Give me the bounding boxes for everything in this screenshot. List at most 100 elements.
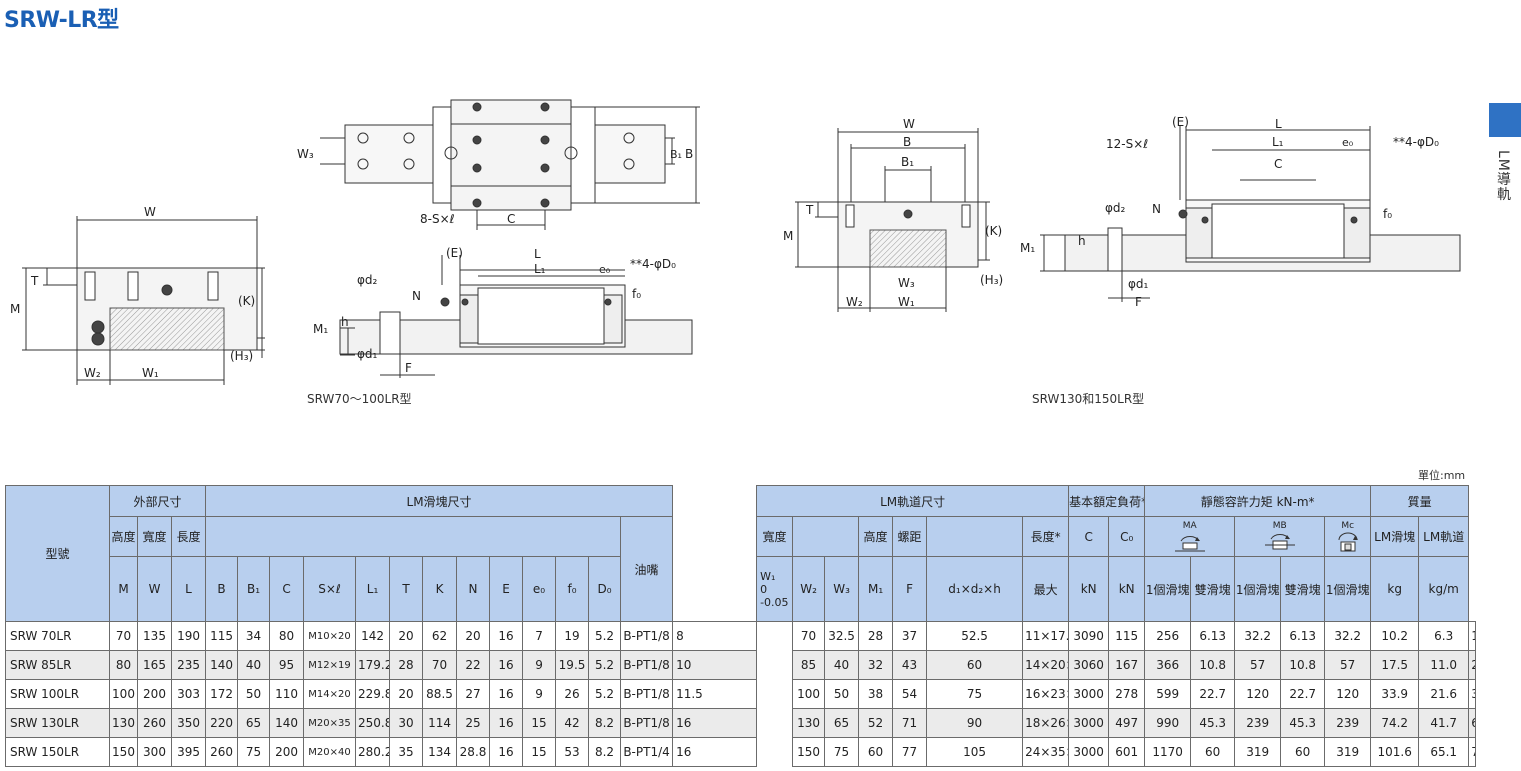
table-cell: B-PT1/8 [620, 621, 674, 651]
side-tab-label: LM導軌 [1495, 150, 1511, 202]
table-cell: 8.2 [588, 737, 622, 767]
table-cell: 135 [137, 621, 172, 651]
th-s-1blk: 1個滑塊 [1144, 556, 1192, 622]
table-cell: 20 [389, 621, 424, 651]
table-gap-cell [756, 708, 794, 738]
label-front-K: (K) [238, 294, 255, 308]
table-cell: 43 [892, 650, 928, 680]
table-cell: 19.5 [555, 650, 590, 680]
th-length: 長度 [170, 516, 207, 557]
label-r-K: (K) [985, 224, 1002, 238]
th-lmrail: LM軌道 [1418, 516, 1470, 557]
table-cell: 130 [792, 708, 826, 738]
table-cell: 90 [926, 708, 1024, 738]
label-side-e0: e₀ [599, 263, 611, 276]
th-s-kg: kg [1370, 556, 1420, 622]
th-moment: 靜態容許力矩 kN-m* [1144, 485, 1372, 517]
table-cell: 11×17.5×14 [1022, 621, 1070, 651]
table-cell: 21.6 [1418, 679, 1470, 709]
table-cell: 32.2 [1234, 621, 1282, 651]
label-rs-L: L [1275, 117, 1282, 131]
table-cell: 239 [1324, 708, 1372, 738]
table-cell: 52.5 [926, 621, 1024, 651]
spec-table: 型號 外部尺寸 LM滑塊尺寸 LM軌道尺寸 基本額定負荷* 靜態容許力矩 kN-… [5, 485, 1476, 767]
th-s-W1: W₁ 0 -0.05 [756, 556, 794, 622]
table-cell: 32.2 [1324, 621, 1372, 651]
table-cell: 15 [522, 737, 557, 767]
table-cell: 256 [1144, 621, 1192, 651]
th-s-1blk3: 1個滑塊 [1324, 556, 1372, 622]
th-Cload: C [1068, 516, 1110, 557]
table-cell: 10.8 [1280, 650, 1326, 680]
table-cell: 20 [389, 679, 424, 709]
label-front-W1: W₁ [142, 366, 159, 380]
table-cell: 220 [205, 708, 239, 738]
table-cell: 52 [858, 708, 894, 738]
table-cell: 65.1 [1418, 737, 1470, 767]
th-rwidth: 寬度 [756, 516, 794, 557]
label-r-W1: W₁ [898, 295, 915, 309]
label-front-H3: (H₃) [230, 349, 253, 363]
table-cell: 105 [926, 737, 1024, 767]
table-cell: 40 [824, 650, 860, 680]
table-cell: 179.2 [355, 650, 391, 680]
table-cell: 70 [422, 650, 458, 680]
label-rs-M1: M₁ [1020, 241, 1035, 255]
th-rheight: 高度 [858, 516, 894, 557]
table-cell: 57 [1234, 650, 1282, 680]
table-gap-cell [756, 737, 794, 767]
table-cell: B-PT1/4 [620, 737, 674, 767]
label-front-W2: W₂ [84, 366, 101, 380]
label-r-M: M [783, 229, 793, 243]
label-front-T: T [30, 274, 39, 288]
caption-left: SRW70～100LR型 [307, 392, 412, 406]
table-cell: 110 [269, 679, 305, 709]
table-cell: 3060 [1068, 650, 1110, 680]
table-cell: M12×19 [303, 650, 357, 680]
th-block: LM滑塊尺寸 [205, 485, 674, 517]
table-cell-model: SRW 130LR [5, 708, 110, 738]
th-MB: MB [1234, 516, 1326, 557]
th-s-M1: M₁ [858, 556, 894, 622]
label-rs-f0: f₀ [1383, 207, 1392, 221]
table-cell: 10.2 [1370, 621, 1420, 651]
table-cell: 33.9 [1370, 679, 1420, 709]
table-cell: 45.3 [1190, 708, 1236, 738]
table-cell: 120 [1324, 679, 1372, 709]
table-cell: 134 [422, 737, 458, 767]
th-s-S: S×ℓ [303, 556, 357, 622]
table-cell: 53 [555, 737, 590, 767]
table-cell: 80 [109, 650, 138, 680]
th-s-L: L [170, 556, 207, 622]
th-s-kgm: kg/m [1418, 556, 1470, 622]
th-s-e0: e₀ [522, 556, 557, 622]
th-s-2blk: 雙滑塊 [1190, 556, 1236, 622]
label-r-B1: B₁ [901, 155, 914, 169]
label-rs-S: 12-S×ℓ [1106, 137, 1148, 151]
table-cell: 85 [792, 650, 826, 680]
table-cell: 101.6 [1370, 737, 1420, 767]
label-side-L: L [534, 247, 541, 261]
table-cell: 18×26×22 [1022, 708, 1070, 738]
table-cell: 26 [555, 679, 590, 709]
table-cell: 54 [892, 679, 928, 709]
table-cell: 70 [792, 621, 826, 651]
th-s-d: d₁×d₂×h [926, 556, 1024, 622]
table-cell: 42 [555, 708, 590, 738]
label-rs-E: (E) [1172, 115, 1189, 129]
th-s-D0: D₀ [588, 556, 622, 622]
table-cell: 75 [926, 679, 1024, 709]
table-cell: 172 [205, 679, 239, 709]
table-cell: 20 [456, 621, 491, 651]
table-cell: 40 [237, 650, 271, 680]
label-top-B: B [685, 147, 693, 161]
side-tab-marker [1489, 103, 1521, 137]
table-gap-cell [756, 621, 794, 651]
label-r-T: T [805, 203, 814, 217]
th-s-max: 最大 [1022, 556, 1070, 622]
table-cell: 142 [355, 621, 391, 651]
th-s-M: M [109, 556, 138, 622]
table-cell: 1170 [1144, 737, 1192, 767]
